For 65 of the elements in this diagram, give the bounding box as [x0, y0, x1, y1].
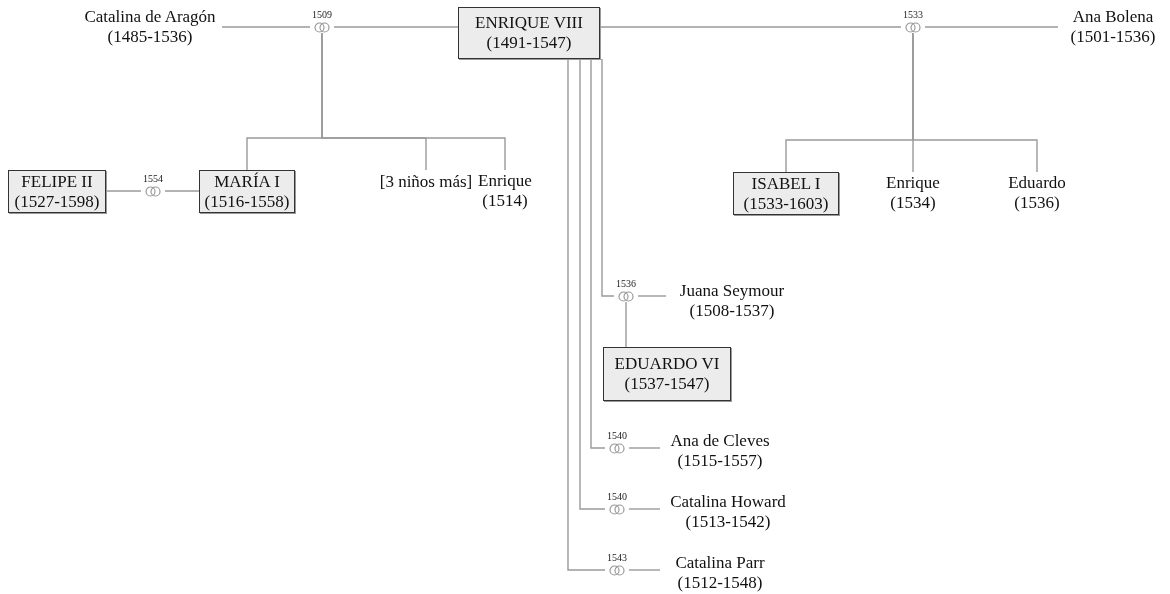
family-line [105, 190, 142, 192]
person-box [199, 170, 295, 213]
life-dates: (1534) [890, 193, 936, 213]
family-line [333, 26, 459, 28]
family-line [628, 447, 661, 449]
person-name: Enrique [478, 171, 532, 191]
person-name: EDUARDO VI [614, 354, 720, 374]
marriage-year: 1509 [312, 9, 332, 21]
family-line [912, 32, 1038, 173]
person-box [733, 172, 839, 215]
person-box [603, 347, 731, 401]
marriage-year: 1543 [607, 552, 627, 564]
family-line [567, 58, 606, 571]
marriage-year: 1540 [607, 491, 627, 503]
marriage-rings [605, 430, 629, 454]
marriage-rings [614, 278, 638, 302]
person-name: Catalina Parr [675, 553, 765, 573]
person-name: Catalina de Aragón [84, 7, 216, 27]
person-name: Enrique [886, 173, 940, 193]
family-line [221, 26, 311, 28]
family-line [321, 32, 506, 171]
person-name: MARÍA I [214, 171, 280, 192]
life-dates: (1533-1603) [743, 193, 829, 214]
life-dates: (1491-1547) [486, 33, 572, 53]
marriage-rings [141, 173, 165, 197]
marriage-rings [605, 552, 629, 576]
person-name: Juana Seymour [679, 281, 785, 301]
life-dates: (1527-1598) [14, 191, 100, 212]
person-name: [3 niños más] [379, 172, 473, 192]
life-dates: (1537-1547) [624, 374, 710, 394]
person-name: FELIPE II [21, 171, 93, 192]
family-line [637, 295, 667, 297]
life-dates: (1515-1557) [677, 451, 763, 471]
person-name: ENRIQUE VIII [475, 13, 583, 33]
marriage-rings [901, 9, 925, 33]
marriage-rings [605, 491, 629, 515]
person-box [8, 170, 106, 213]
marriage-year: 1536 [616, 278, 636, 290]
family-line [579, 58, 606, 510]
family-line [599, 26, 902, 28]
person-name: Catalina Howard [670, 492, 786, 512]
family-line [601, 58, 615, 297]
marriage-year: 1540 [607, 430, 627, 442]
person-name: Ana Bolena [1072, 7, 1154, 27]
life-dates: (1513-1542) [685, 512, 771, 532]
life-dates: (1516-1558) [204, 191, 290, 212]
marriage-year: 1554 [143, 173, 163, 185]
life-dates: (1501-1536) [1070, 27, 1156, 47]
family-line [164, 190, 200, 192]
life-dates: (1508-1537) [689, 301, 775, 321]
marriage-rings [310, 9, 334, 33]
life-dates: (1512-1548) [677, 573, 763, 593]
person-name: Eduardo [1008, 173, 1066, 193]
family-line [628, 569, 661, 571]
family-line [590, 58, 606, 449]
person-name: ISABEL I [751, 173, 821, 194]
family-line [628, 508, 661, 510]
life-dates: (1485-1536) [107, 27, 193, 47]
marriage-year: 1533 [903, 9, 923, 21]
family-line [625, 301, 627, 348]
life-dates: (1514) [482, 191, 528, 211]
person-name: Ana de Cleves [670, 431, 770, 451]
life-dates: (1536) [1014, 193, 1060, 213]
person-box [458, 7, 600, 59]
family-line [924, 26, 1059, 28]
